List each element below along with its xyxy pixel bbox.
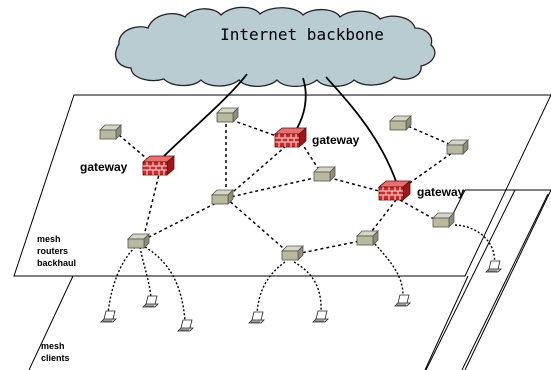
layer-label-line: routers: [37, 246, 68, 256]
mesh-router: [313, 166, 336, 182]
layer-label-line: mesh: [37, 234, 61, 244]
mesh-client-laptop: [177, 319, 194, 332]
gateway-label: gateway: [417, 185, 465, 199]
mesh-router: [281, 245, 304, 261]
mesh-routers-backhaul-label: mesh routers backhaul: [37, 234, 76, 268]
mesh-client-laptop: [248, 311, 265, 324]
gateway-router: [142, 155, 175, 176]
mesh-router: [432, 212, 455, 228]
backhaul-links: [118, 117, 457, 256]
mesh-router: [446, 139, 469, 155]
mesh-client-laptop: [485, 260, 502, 273]
layer-label-line: backhaul: [37, 258, 76, 268]
internet-backbone-label: Internet backbone: [220, 25, 384, 44]
mesh-router: [127, 233, 150, 249]
layer-label-line: clients: [41, 353, 70, 363]
mesh-clients-label: mesh clients: [41, 341, 70, 363]
mesh-router: [356, 230, 379, 246]
gateway-router: [378, 180, 411, 201]
mesh-router: [389, 115, 412, 131]
mesh-router: [216, 107, 239, 123]
mesh-router: [211, 189, 234, 205]
client-links: [107, 224, 496, 322]
mesh-router-plane: [13, 94, 551, 277]
mesh-client-laptop: [142, 295, 159, 308]
gateway-label: gateway: [80, 160, 128, 174]
layer-label-line: mesh: [41, 341, 65, 351]
gateway-label: gateway: [312, 133, 360, 147]
mesh-client-laptop: [100, 310, 117, 323]
mesh-client-laptop: [394, 294, 411, 307]
mesh-client-plane: [28, 189, 551, 370]
mesh-router: [99, 124, 122, 140]
mesh-client-laptop: [312, 310, 329, 323]
gateway-router: [274, 127, 307, 148]
internet-backbone-cloud: Internet backbone: [115, 6, 436, 88]
mesh-client-nodes: [100, 260, 502, 332]
